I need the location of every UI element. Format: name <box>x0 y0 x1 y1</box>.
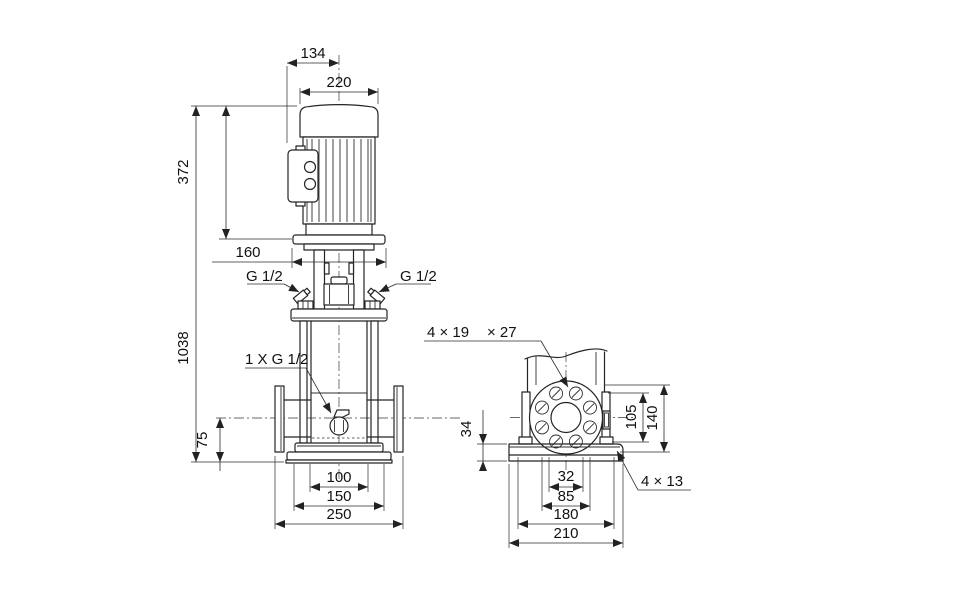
pump-base <box>285 442 393 464</box>
vent-label-left: G 1/2 <box>246 268 300 293</box>
end-base <box>508 443 624 462</box>
dim-160-label: 160 <box>235 244 260 261</box>
dim-34-label: 34 <box>458 421 475 438</box>
dim-220: 220 <box>299 74 379 104</box>
shaft-cap <box>330 276 348 285</box>
fan-cover <box>299 104 379 138</box>
base-holes-label: 4 × 13 <box>641 473 683 490</box>
dim-75-label: 75 <box>194 432 211 449</box>
dim-85-label: 85 <box>558 488 575 505</box>
coupling-block <box>323 283 355 306</box>
lantern-post-right <box>352 249 365 310</box>
dim-372: 372 <box>175 105 297 240</box>
dim-180: 180 <box>517 457 615 529</box>
coupling-lantern <box>313 249 365 310</box>
dim-100: 100 <box>309 464 369 492</box>
port-flange-face <box>528 380 604 455</box>
staybolt-nut-left <box>297 300 314 310</box>
dim-250: 250 <box>274 456 404 529</box>
cable-entry-top <box>303 160 317 174</box>
dim-180-label: 180 <box>553 506 578 523</box>
motor-fins <box>311 139 369 222</box>
dim-134-label: 134 <box>300 45 325 62</box>
dim-105-label: 105 <box>623 404 640 429</box>
flange-spotface-label: × 27 <box>487 324 517 341</box>
vent-label-right: G 1/2 <box>378 268 437 293</box>
dim-150-label: 150 <box>326 488 351 505</box>
flange-holes-callout: 4 × 19 × 27 <box>424 324 569 388</box>
dim-85: 85 <box>541 457 591 511</box>
vent-plug-left <box>292 287 311 305</box>
drain-port-label: 1 X G 1/2 <box>245 351 308 368</box>
dim-75: 75 <box>194 418 224 471</box>
flange-holes-label: 4 × 19 <box>427 324 469 341</box>
column-tab <box>602 410 611 430</box>
lantern-post-left <box>313 249 326 310</box>
dim-32-label: 32 <box>558 468 575 485</box>
dim-105: 105 <box>608 392 649 443</box>
dim-32: 32 <box>548 457 584 492</box>
dim-160: 160 <box>212 244 387 268</box>
dim-34: 34 <box>458 410 507 471</box>
dim-150: 150 <box>293 464 385 511</box>
dim-372-label: 372 <box>175 159 192 184</box>
dim-210: 210 <box>508 464 624 548</box>
drain-plug <box>329 409 350 436</box>
suction-flange <box>274 385 312 453</box>
motor-flange <box>292 234 386 245</box>
dim-210-label: 210 <box>553 525 578 542</box>
staybolt-nut-right <box>364 300 381 310</box>
vent-left-label: G 1/2 <box>246 268 283 285</box>
front-view: 134 220 372 1038 160 G 1/2 <box>175 45 460 529</box>
dim-134: 134 <box>286 45 339 143</box>
dim-220-label: 220 <box>326 74 351 91</box>
cable-entry-bottom <box>303 177 317 191</box>
motor-foot <box>305 223 373 236</box>
end-view: 4 × 19 × 27 34 105 140 <box>424 324 691 548</box>
dim-100-label: 100 <box>326 469 351 486</box>
drain-label: 1 X G 1/2 <box>245 351 332 414</box>
tie-rod-left <box>299 320 308 444</box>
discharge-flange <box>366 385 404 453</box>
vent-right-label: G 1/2 <box>400 268 437 285</box>
motor-stool-plate <box>303 243 375 251</box>
vent-plug-right <box>367 287 386 305</box>
base-holes-callout: 4 × 13 <box>616 450 691 491</box>
dim-1038: 1038 <box>175 106 284 463</box>
tie-rod-right <box>370 320 379 444</box>
pump-column <box>299 320 379 444</box>
terminal-box <box>287 145 319 207</box>
pump-head-flange <box>290 308 388 322</box>
flange-bore <box>550 401 582 434</box>
dim-140: 140 <box>604 384 670 453</box>
dim-140-label: 140 <box>644 405 661 430</box>
dim-250-label: 250 <box>326 506 351 523</box>
dim-1038-label: 1038 <box>175 331 192 364</box>
